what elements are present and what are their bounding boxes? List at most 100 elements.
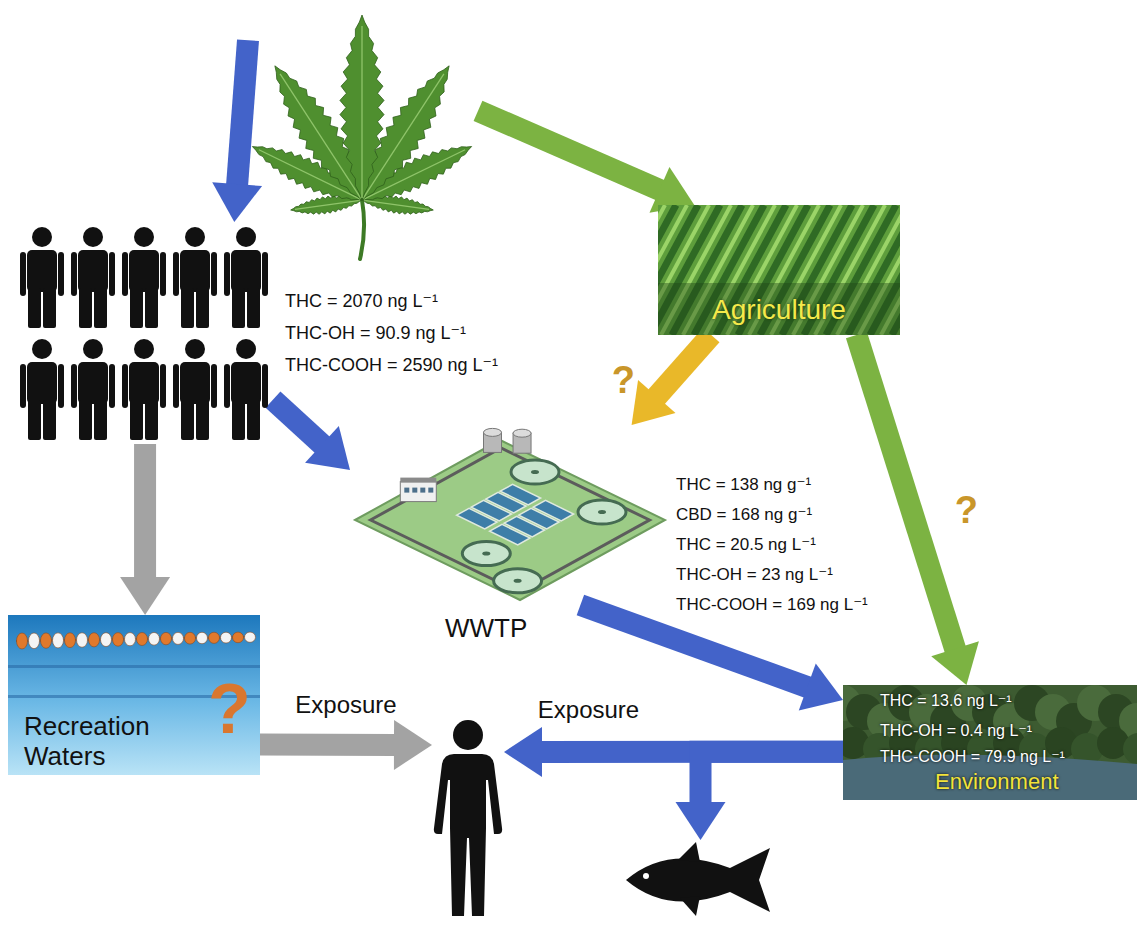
person-icon xyxy=(173,339,217,440)
concentration-value: THC = 20.5 ng L⁻¹ xyxy=(676,535,816,555)
flow-arrow xyxy=(273,400,350,470)
lane-line xyxy=(8,665,260,668)
leaflet-midrib xyxy=(295,200,360,209)
person-arm xyxy=(262,364,268,408)
person-leg xyxy=(130,288,143,328)
person-arm xyxy=(20,364,26,408)
leaflet xyxy=(340,15,384,200)
building-window xyxy=(428,488,433,493)
building-window xyxy=(412,488,417,493)
person-icon xyxy=(20,339,64,440)
person-leg xyxy=(79,400,92,440)
illustration xyxy=(618,840,783,920)
fish-silhouette xyxy=(618,840,783,920)
arrow-shaft xyxy=(260,734,395,756)
person-icon xyxy=(71,339,115,440)
person-torso xyxy=(180,250,210,292)
clarifier-tank xyxy=(578,500,626,524)
person-torso xyxy=(129,250,159,292)
arrow-head xyxy=(120,577,170,615)
rope-float xyxy=(161,632,172,644)
person-arm xyxy=(71,364,77,408)
flow-arrow xyxy=(632,335,712,425)
building-window xyxy=(420,488,425,493)
rope-float xyxy=(17,633,28,649)
rope-float xyxy=(245,632,256,642)
person-icon xyxy=(224,339,268,440)
storage-tank-top xyxy=(484,428,502,436)
arrow-shaft xyxy=(273,400,323,445)
person-head xyxy=(236,227,256,247)
concentration-value: CBD = 168 ng g⁻¹ xyxy=(676,505,812,525)
rope-float xyxy=(89,633,100,647)
arrow-head xyxy=(305,426,350,470)
person-head xyxy=(83,227,103,247)
rope-float xyxy=(137,633,148,646)
arrow-shaft xyxy=(478,111,660,190)
person-arm xyxy=(211,364,217,408)
clarifier-center xyxy=(482,552,490,556)
rope-float xyxy=(173,632,184,644)
edge-label: Exposure xyxy=(538,696,639,724)
photo-caption: Environment xyxy=(935,769,1059,795)
rope-float xyxy=(149,632,160,645)
question-mark: ? xyxy=(208,667,251,751)
person-leg xyxy=(181,288,194,328)
arrow-head xyxy=(212,182,262,222)
tree-crown xyxy=(1123,733,1137,765)
building-window xyxy=(404,488,409,493)
person-torso xyxy=(180,362,210,404)
leaf-stem xyxy=(360,200,364,259)
person-icon xyxy=(122,227,166,328)
plant-label: WWTP xyxy=(445,613,527,644)
rope-float xyxy=(209,632,220,643)
concentration-value: THC-COOH = 169 ng L⁻¹ xyxy=(676,595,868,615)
person-leg xyxy=(130,400,143,440)
person-leg xyxy=(145,400,158,440)
concentration-value: THC = 138 ng g⁻¹ xyxy=(676,475,811,495)
person-torso xyxy=(27,362,57,404)
aeration-basin xyxy=(500,484,540,504)
arrow-shaft xyxy=(134,444,156,578)
person-torso xyxy=(78,250,108,292)
person-torso xyxy=(231,250,261,292)
clarifier-tank xyxy=(511,460,559,484)
leaflet-midrib xyxy=(361,26,362,198)
flow-arrow xyxy=(676,752,844,840)
plant-building xyxy=(400,482,436,502)
agriculture-photo: Agriculture xyxy=(658,205,900,335)
arrow-shaft xyxy=(701,752,844,803)
person-head xyxy=(236,339,256,359)
person-arm xyxy=(173,364,179,408)
person-leg xyxy=(94,400,107,440)
person-torso xyxy=(78,362,108,404)
rope-float xyxy=(113,633,124,647)
concentration-value: THC-COOH = 2590 ng L⁻¹ xyxy=(285,354,498,376)
edge-label: Exposure xyxy=(295,691,396,719)
person-arm xyxy=(160,364,166,408)
clarifier-center xyxy=(514,579,522,583)
person-arm xyxy=(20,252,26,296)
person-arm xyxy=(224,252,230,296)
illustration xyxy=(350,425,670,605)
arrow-head xyxy=(799,664,843,711)
illustration xyxy=(15,222,273,444)
rope-float xyxy=(185,632,196,644)
person-arm xyxy=(58,252,64,296)
illustration xyxy=(248,10,478,262)
arrow-shaft xyxy=(856,335,955,650)
person-head xyxy=(134,339,154,359)
person-arm xyxy=(122,252,128,296)
person-leg xyxy=(43,288,56,328)
pool-photo: Recreation Waters? xyxy=(8,615,260,775)
plant-building-roof xyxy=(400,478,436,483)
person-icon xyxy=(20,227,64,328)
arrow-shaft xyxy=(580,605,808,687)
rope-float xyxy=(233,632,244,643)
person-arm xyxy=(58,364,64,408)
field-shade xyxy=(658,283,900,335)
human-silhouette xyxy=(432,718,504,918)
person-leg xyxy=(196,288,209,328)
